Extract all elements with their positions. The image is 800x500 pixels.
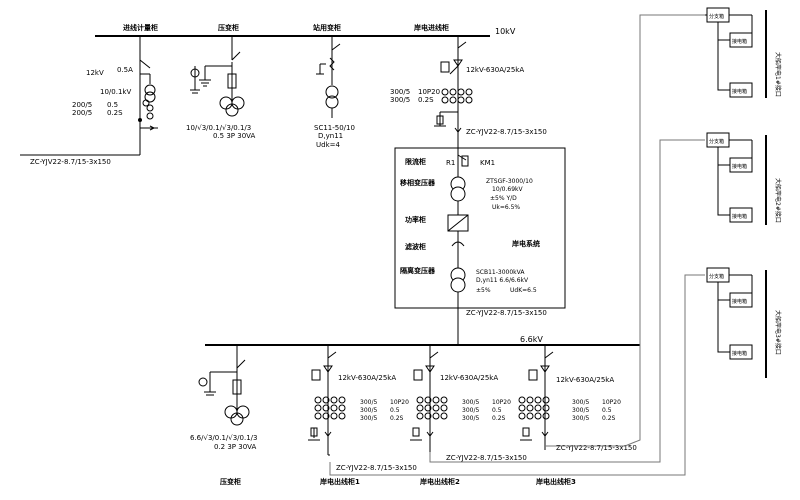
feeder-1-label: 岸电出线柜1: [320, 477, 360, 486]
berth-3-box-c: 接电箱: [732, 350, 747, 357]
feeder-2: [410, 345, 448, 455]
pt-bottom-class: 0.2 3P 30VA: [214, 443, 257, 451]
shore-system-title: 岸电系统: [512, 239, 540, 248]
phase-shift-model: ZTSGF-3000/10: [486, 178, 533, 185]
iso-uk: UdK=6.5: [510, 287, 537, 294]
metering-ct1-class: 0.5: [107, 101, 118, 109]
berth-3-label: 大船岸电3#接口: [774, 310, 782, 355]
feeder-2-label: 岸电出线柜2: [420, 477, 460, 486]
station-tx-vector: D,yn11: [318, 132, 343, 140]
feeder-3-rating: 12kV-630A/25kA: [556, 376, 614, 384]
feeder-2-cls-a: 10P20: [492, 399, 511, 406]
berth-1: [705, 7, 767, 98]
pt-top-class: 0.5 3P 30VA: [213, 132, 256, 140]
pt-bottom-ratio: 6.6/√3/0.1/√3/0.1/3: [190, 434, 257, 442]
berth-1-box-b: 接电箱: [732, 38, 747, 45]
feeder-1: [308, 345, 346, 456]
feeder-1-ct-a: 300/5: [360, 399, 377, 406]
metering-ct2: 200/5: [72, 109, 92, 117]
berth-3-box-a: 分支箱: [709, 273, 724, 280]
berth-2-box-b: 接电箱: [732, 163, 747, 170]
incoming-ct-a: 300/5: [390, 88, 410, 96]
berth-2-label: 大船岸电2#接口: [774, 178, 782, 223]
feeder-1-ct-b: 300/5: [360, 407, 377, 414]
resistor-label: R1: [446, 159, 455, 167]
panel-shore-incoming-label: 岸电进线柜: [414, 23, 449, 32]
feeder-2-ct-a: 300/5: [462, 399, 479, 406]
iso-model: SCB11-3000kVA: [476, 269, 525, 276]
shore-system-box: [394, 147, 566, 309]
berth-1-box-a: 分支箱: [709, 13, 724, 20]
feeder-3-cls-c: 0.2S: [602, 415, 616, 422]
feeder-3: [518, 345, 554, 450]
feeder-2-ct-b: 300/5: [462, 407, 479, 414]
berth-1-label: 大船岸电1#接口: [774, 52, 782, 97]
station-transformer-panel: [316, 36, 341, 118]
feeder-routes: [329, 14, 705, 476]
berth-2-box-a: 分支箱: [709, 138, 724, 145]
feeder-2-rating: 12kV-630A/25kA: [440, 374, 498, 382]
feeder-1-cable: ZC-YJV22-8.7/15-3x150: [336, 464, 417, 472]
incoming-breaker-rating: 12kV-630A/25kA: [466, 66, 524, 74]
feeder-1-ct-c: 300/5: [360, 415, 377, 422]
berth-2: [706, 132, 767, 225]
station-tx-model: SC11-50/10: [314, 124, 355, 132]
feeder-2-ct-c: 300/5: [462, 415, 479, 422]
feeder-3-label: 岸电出线柜3: [536, 477, 576, 486]
mid-cable: ZC-YJV22-8.7/15-3x150: [466, 309, 547, 317]
berth-2-box-c: 接电箱: [732, 213, 747, 220]
power-cabinet-label: 功率柜: [405, 215, 426, 224]
feeder-3-cable: ZC-YJV22-8.7/15-3x150: [556, 444, 637, 452]
phase-shift-uk: Uk=6.5%: [492, 204, 520, 211]
panel-station-tx-label: 站用变柜: [313, 23, 341, 32]
iso-vector: D,yn11 6.6/6.6kV: [476, 277, 529, 284]
metering-ct2-class: 0.2S: [107, 109, 123, 117]
incoming-ct-b: 300/5: [390, 96, 410, 104]
phase-shift-ratio: 10/0.69kV: [492, 186, 523, 193]
incoming-ct-b-class: 0.2S: [418, 96, 434, 104]
metering-voltage: 12kV: [86, 69, 104, 77]
bus-6-6kv-label: 6.6kV: [520, 335, 543, 344]
phase-shift-tap: ±5% Y/D: [490, 195, 517, 202]
feeder-2-cable: ZC-YJV22-8.7/15-3x150: [446, 454, 527, 462]
panel-incoming-metering-label: 进线计量柜: [123, 23, 158, 32]
feeder-3-ct-a: 300/5: [572, 399, 589, 406]
feeder-1-cls-a: 10P20: [390, 399, 409, 406]
feeder-3-cls-b: 0.5: [602, 407, 612, 414]
feeder-2-cls-b: 0.5: [492, 407, 502, 414]
metering-fuse: 0.5A: [117, 66, 133, 74]
panel-pt-top-label: 压变柜: [218, 23, 239, 32]
berth-3: [706, 267, 767, 378]
berth-1-box-c: 接电箱: [732, 88, 747, 95]
feeder-1-rating: 12kV-630A/25kA: [338, 374, 396, 382]
bus-10kv-label: 10kV: [495, 27, 516, 36]
limiter-label: 限流柜: [405, 157, 426, 166]
feeder-3-ct-c: 300/5: [572, 415, 589, 422]
metering-ct1: 200/5: [72, 101, 92, 109]
isolation-label: 隔离变压器: [400, 266, 436, 275]
feeder-2-cls-c: 0.2S: [492, 415, 506, 422]
incoming-ct-a-class: 10P20: [418, 88, 440, 96]
shore-system-chain: [447, 148, 469, 308]
pt-bottom-label: 压变柜: [220, 477, 241, 486]
station-tx-impedance: Udk=4: [316, 141, 340, 149]
contactor-label: KM1: [480, 159, 495, 167]
iso-tap: ±5%: [476, 287, 491, 294]
shore-incoming-panel: [434, 36, 473, 150]
filter-label: 滤波柜: [405, 242, 426, 251]
metering-pt-ratio: 10/0.1kV: [100, 88, 131, 96]
berth-3-box-b: 接电箱: [732, 298, 747, 305]
feeder-1-cls-b: 0.5: [390, 407, 400, 414]
feeder-3-ct-b: 300/5: [572, 407, 589, 414]
feeder-3-cls-a: 10P20: [602, 399, 621, 406]
pt-top-panel: [190, 36, 245, 117]
incoming-metering-panel: [20, 36, 158, 156]
pt-top-ratio: 10/√3/0.1/√3/0.1/3: [186, 124, 251, 132]
feeder-1-cls-c: 0.2S: [390, 415, 404, 422]
metering-cable: ZC-YJV22-8.7/15-3x150: [30, 158, 111, 166]
phase-shift-label: 移相变压器: [400, 178, 436, 187]
pt-bottom-panel: [198, 345, 250, 426]
incoming-cable: ZC-YJV22-8.7/15-3x150: [466, 128, 547, 136]
